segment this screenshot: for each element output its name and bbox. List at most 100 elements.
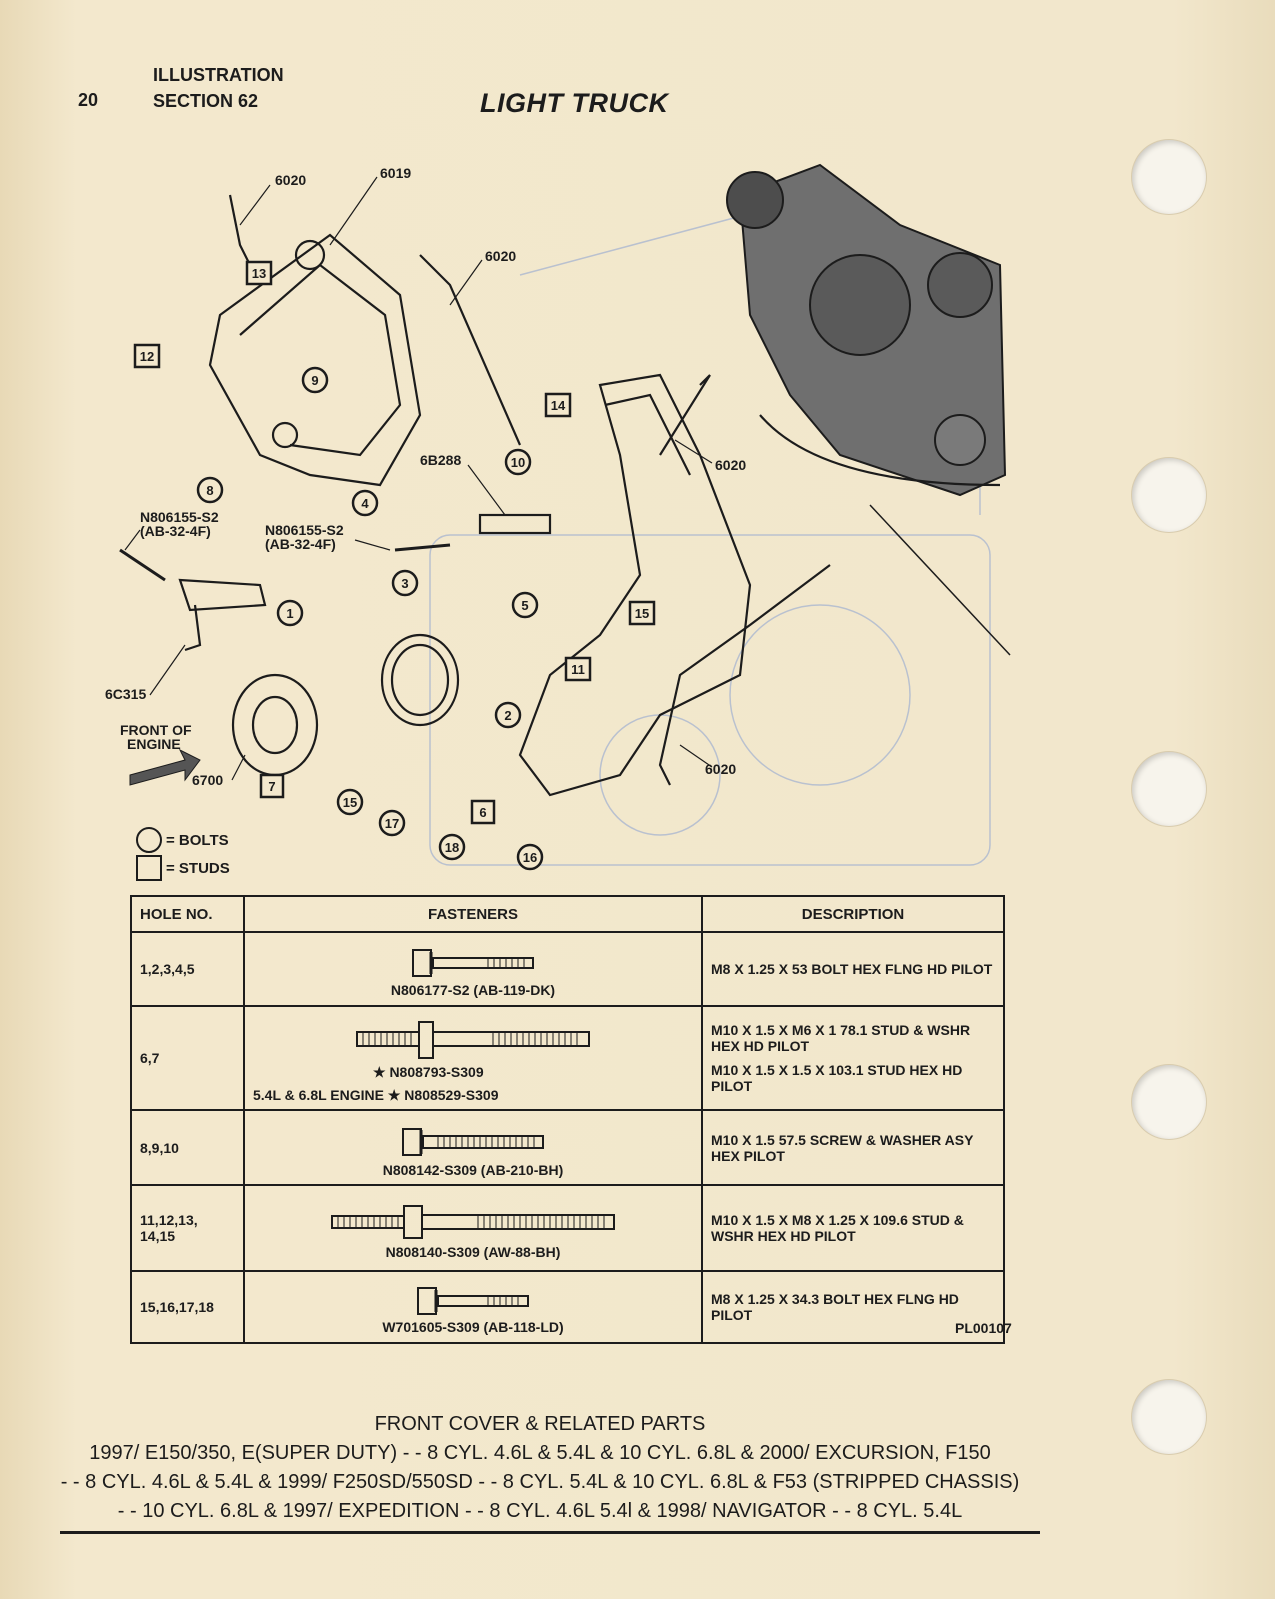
crank-sensor — [178, 578, 267, 652]
svg-text:11: 11 — [571, 662, 585, 677]
part-label-6c315: 6C315 — [105, 686, 146, 702]
table-row: 6,7 ★ N808793-S309 5.4L & 6.8L ENGINE ★ … — [130, 1005, 1005, 1111]
stud-callout-12: 12 — [133, 343, 161, 369]
cover-bolt — [394, 543, 451, 552]
svg-text:13: 13 — [252, 266, 266, 281]
description-cell: M10 X 1.5 57.5 SCREW & WASHER ASY HEX PI… — [701, 1109, 1005, 1186]
stud-callout-13: 13 — [245, 260, 273, 286]
part-label-cover-bolt-code: (AB-32-4F) — [265, 536, 336, 552]
gasket-6020-long — [658, 564, 831, 786]
part-number: N808140-S309 (AW-88-BH) — [385, 1244, 561, 1260]
table-row: 11,12,13, 14,15 N808140-S309 (AW-88-BH) … — [130, 1184, 1005, 1272]
description-cell: M8 X 1.25 X 53 BOLT HEX FLNG HD PILOT — [701, 931, 1005, 1007]
bolt-callout-4: 4 — [351, 489, 379, 517]
hole-cell: 11,12,13, 14,15 — [130, 1184, 245, 1272]
hole-cell: 8,9,10 — [130, 1109, 245, 1186]
svg-text:14: 14 — [551, 398, 566, 413]
bolt-callout-5: 5 — [511, 591, 539, 619]
part-number: N806177-S2 (AB-119-DK) — [390, 982, 556, 998]
part-label-6020: 6020 — [485, 248, 516, 264]
stud-callout-14: 14 — [544, 392, 572, 418]
binder-hole — [1132, 458, 1206, 532]
description-text-alt: M10 X 1.5 X 1.5 X 103.1 STUD HEX HD PILO… — [711, 1062, 963, 1094]
part-label-6020: 6020 — [705, 761, 736, 777]
svg-text:2: 2 — [504, 708, 511, 723]
bolt-callout-2: 2 — [494, 701, 522, 729]
gasket-6020-left — [228, 194, 251, 266]
column-header: HOLE NO. — [130, 895, 245, 933]
front-cover-exploded-diagram: 6020 6019 6020 6020 6020 6B288 N806155-S… — [105, 163, 1011, 871]
front-cover-left — [208, 233, 422, 487]
bolt-callout-10: 10 — [504, 448, 532, 476]
table-row: 1,2,3,4,5 N806177-S2 (AB-119-DK) M8 X 1.… — [130, 931, 1005, 1007]
fastener-cell: W701605-S309 (AB-118-LD) — [243, 1270, 703, 1344]
binder-hole — [1132, 140, 1206, 214]
callout-legend: = BOLTS = STUDS — [136, 826, 230, 882]
leader-lines — [124, 176, 713, 781]
part-label-6019: 6019 — [380, 165, 411, 181]
crank-pulley-6700 — [231, 673, 319, 777]
bolt-callout-16: 16 — [516, 843, 544, 871]
table-row: 15,16,17,18 W701605-S309 (AB-118-LD) M8 … — [130, 1270, 1005, 1344]
stud-callouts: 6 7 11 12 13 14 15 — [133, 260, 656, 825]
part-label-sensor-bolt-code: (AB-32-4F) — [140, 523, 211, 539]
stud-callout-7: 7 — [259, 773, 285, 799]
bolt-callout-9: 9 — [301, 366, 329, 394]
part-number: W701605-S309 (AB-118-LD) — [382, 1319, 564, 1335]
description-text: M10 X 1.5 X M6 X 1 78.1 STUD & WSHR HEX … — [711, 1022, 971, 1054]
caption-line: 1997/ E150/350, E(SUPER DUTY) - - 8 CYL.… — [89, 1442, 991, 1464]
binder-hole — [1132, 1380, 1206, 1454]
bolt-icon — [417, 1287, 529, 1315]
crank-seal — [380, 633, 460, 727]
fastener-cell: N808142-S309 (AB-210-BH) — [243, 1109, 703, 1186]
caption-title: FRONT COVER & RELATED PARTS — [374, 1413, 706, 1435]
front-arrow-icon — [129, 748, 201, 786]
bolt-callout-17: 17 — [378, 809, 406, 837]
double-stud-icon — [356, 1021, 590, 1059]
hole-cell: 6,7 — [130, 1005, 245, 1111]
description-cell: M8 X 1.25 X 34.3 BOLT HEX FLNG HD PILOT — [701, 1270, 1005, 1344]
svg-text:17: 17 — [385, 816, 399, 831]
hole-cell: 15,16,17,18 — [130, 1270, 245, 1344]
svg-text:8: 8 — [206, 483, 213, 498]
bolt-callout-3: 3 — [391, 569, 419, 597]
svg-text:5: 5 — [521, 598, 528, 613]
illustration-label: ILLUSTRATION — [153, 65, 284, 85]
bolt-callout-15: 15 — [336, 788, 364, 816]
svg-text:15: 15 — [635, 606, 649, 621]
square-symbol-icon — [136, 855, 162, 881]
stud-callout-11: 11 — [564, 656, 592, 682]
table-header-row: HOLE NO. FASTENERS DESCRIPTION — [130, 895, 1005, 933]
binder-hole — [1132, 752, 1206, 826]
bolt-callouts: 1 2 3 4 5 8 9 10 15 16 17 18 — [196, 366, 544, 871]
column-header: DESCRIPTION — [701, 895, 1005, 933]
svg-text:10: 10 — [511, 455, 525, 470]
fastener-cell: N808140-S309 (AW-88-BH) — [243, 1184, 703, 1272]
gasket-6020-upper — [419, 254, 522, 446]
fastener-cell: N806177-S2 (AB-119-DK) — [243, 931, 703, 1007]
svg-text:3: 3 — [401, 576, 408, 591]
double-stud-icon — [331, 1205, 615, 1239]
binder-hole — [1132, 1065, 1206, 1139]
svg-text:12: 12 — [140, 349, 154, 364]
bolt-callout-1: 1 — [276, 599, 304, 627]
description-cell: M10 X 1.5 X M6 X 1 78.1 STUD & WSHR HEX … — [701, 1005, 1005, 1111]
part-label-6700: 6700 — [192, 772, 223, 788]
part-number-alt: 5.4L & 6.8L ENGINE ★ N808529-S309 — [253, 1087, 499, 1103]
part-label-6b288: 6B288 — [420, 452, 461, 468]
part-label-cover-bolt: N806155-S2 — [265, 522, 344, 538]
engine-block-inset — [726, 163, 1011, 656]
stud-callout-6: 6 — [470, 799, 496, 825]
tensioner-6b288 — [478, 513, 552, 535]
gasket-6020-short — [659, 374, 711, 456]
svg-text:15: 15 — [343, 795, 357, 810]
part-labels: 6020 6019 6020 6020 6020 6B288 N806155-S… — [105, 165, 746, 788]
svg-text:9: 9 — [311, 373, 318, 388]
svg-text:4: 4 — [361, 496, 369, 511]
description-cell: M10 X 1.5 X M8 X 1.25 X 109.6 STUD & WSH… — [701, 1184, 1005, 1272]
figure-caption: FRONT COVER & RELATED PARTS 1997/ E150/3… — [60, 1410, 1020, 1526]
bolt-callout-18: 18 — [438, 833, 466, 861]
bolt-icon — [412, 949, 534, 977]
part-label-6020: 6020 — [715, 457, 746, 473]
screw-icon — [402, 1127, 544, 1156]
